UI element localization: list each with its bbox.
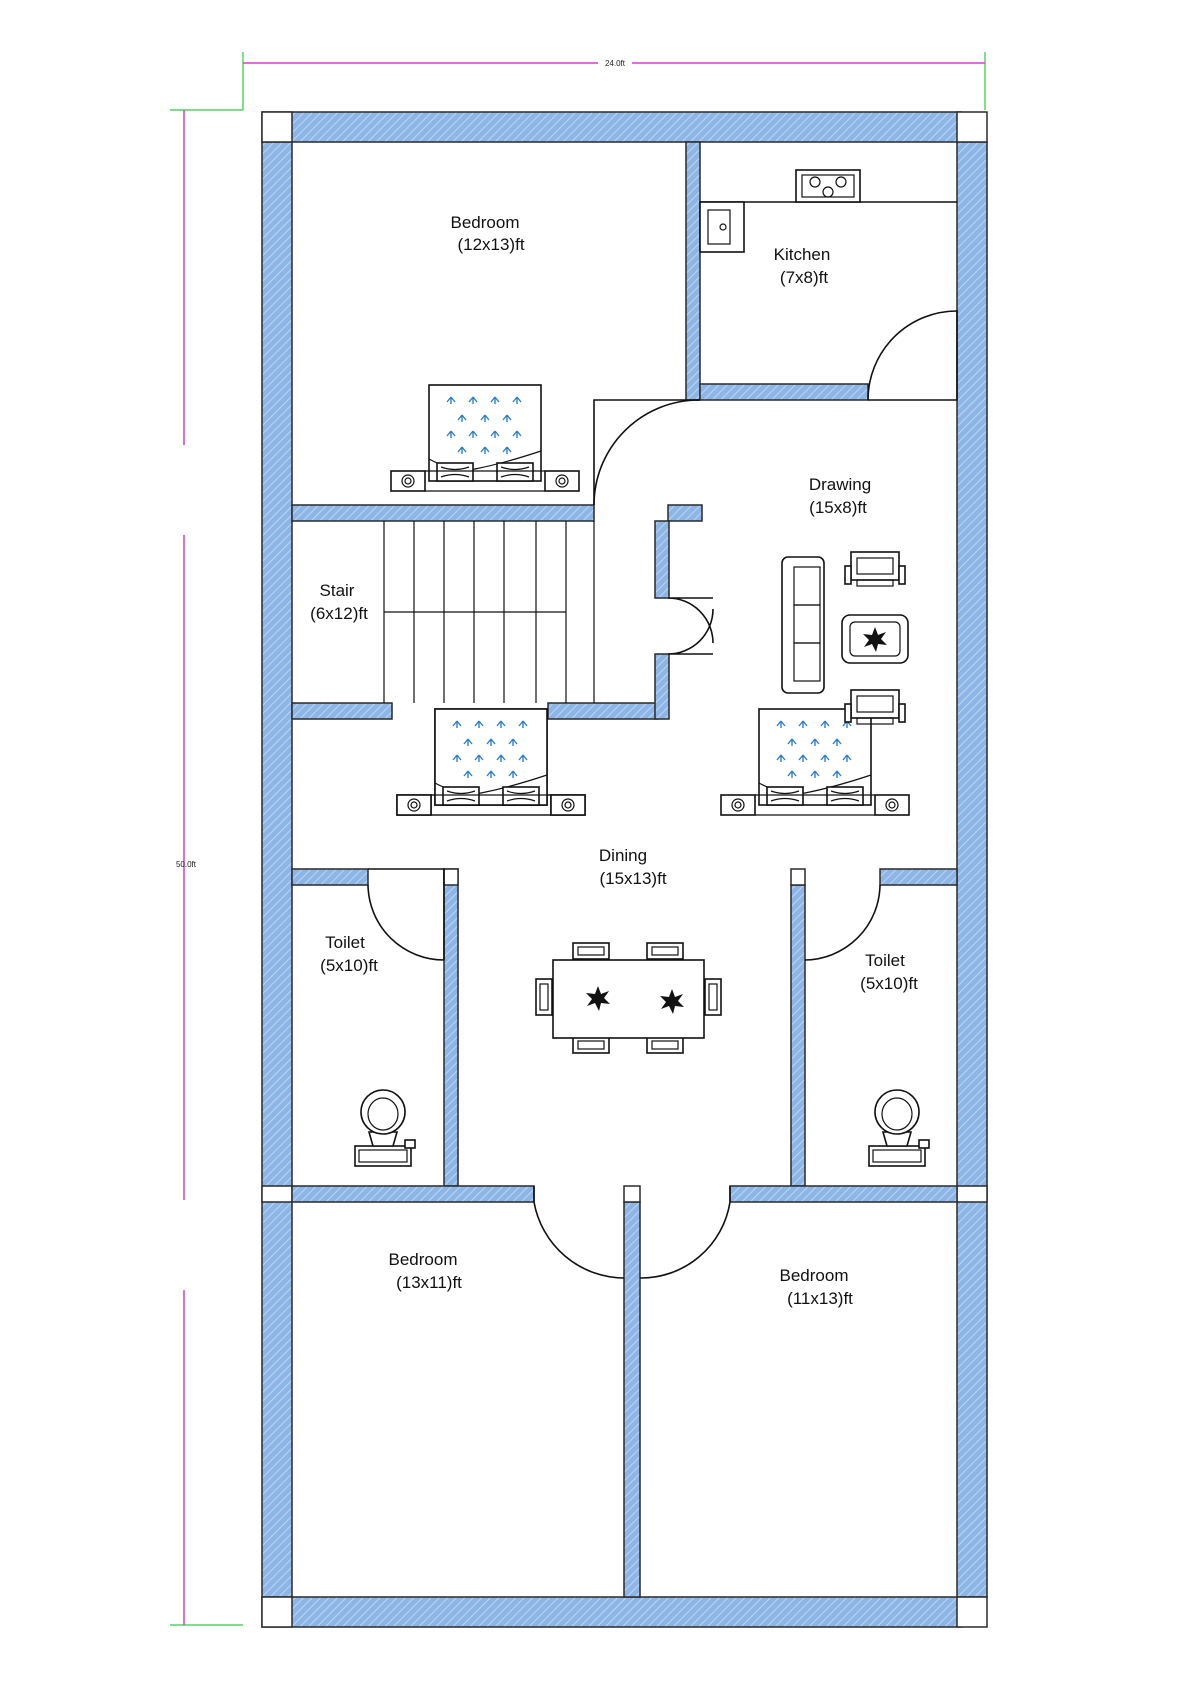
room-size: (13x11)ft xyxy=(396,1273,462,1292)
bed-icon xyxy=(720,708,910,816)
length-dimension-label: 50.0ft xyxy=(176,860,197,869)
room-drawing: Drawing (15x8)ft xyxy=(809,475,871,517)
room-toilet-left: Toilet (5x10)ft xyxy=(320,933,378,975)
width-dimension-label: 24.0ft xyxy=(605,59,626,68)
room-name: Kitchen xyxy=(774,245,831,264)
room-size: (15x13)ft xyxy=(599,869,666,888)
room-name: Bedroom xyxy=(451,213,520,232)
interior-walls xyxy=(291,141,958,1598)
stove-icon xyxy=(795,169,861,203)
staircase-icon xyxy=(383,521,595,703)
room-name: Stair xyxy=(320,581,355,600)
room-size: (11x13)ft xyxy=(787,1289,853,1308)
room-name: Toilet xyxy=(325,933,365,952)
room-size: (5x10)ft xyxy=(860,974,918,993)
room-size: (12x13)ft xyxy=(457,235,524,254)
room-name: Dining xyxy=(599,846,647,865)
dining-table-icon xyxy=(535,942,722,1054)
room-name: Toilet xyxy=(865,951,905,970)
room-size: (7x8)ft xyxy=(780,268,828,287)
room-bedroom-bottom-right: Bedroom (11x13)ft xyxy=(780,1266,854,1308)
room-size: (15x8)ft xyxy=(809,498,867,517)
toilet-icon xyxy=(354,1089,416,1167)
toilet-icon xyxy=(868,1089,930,1167)
room-name: Drawing xyxy=(809,475,871,494)
exterior-walls xyxy=(261,111,988,1628)
room-name: Bedroom xyxy=(389,1250,458,1269)
bed-icon xyxy=(396,708,586,816)
armchair-icon xyxy=(844,551,906,587)
coffee-table-icon xyxy=(841,614,909,664)
room-size: (5x10)ft xyxy=(320,956,378,975)
width-dimension: 24.0ft xyxy=(242,52,986,110)
door-swing-icon xyxy=(367,310,958,1279)
sofa-icon xyxy=(781,556,825,694)
kitchen-counter xyxy=(699,169,957,253)
room-bedroom-bottom-left: Bedroom (13x11)ft xyxy=(389,1250,463,1292)
room-name: Bedroom xyxy=(780,1266,849,1285)
sink-icon xyxy=(707,209,731,245)
room-size: (6x12)ft xyxy=(310,604,368,623)
room-toilet-right: Toilet (5x10)ft xyxy=(860,951,918,993)
length-dimension: 50.0ft xyxy=(170,109,243,1626)
room-bedroom-top: Bedroom (12x13)ft xyxy=(451,213,525,254)
room-kitchen: Kitchen (7x8)ft xyxy=(774,245,831,287)
bed-icon xyxy=(390,384,580,492)
room-stair: Stair (6x12)ft xyxy=(310,581,368,623)
room-dining: Dining (15x13)ft xyxy=(599,846,667,888)
